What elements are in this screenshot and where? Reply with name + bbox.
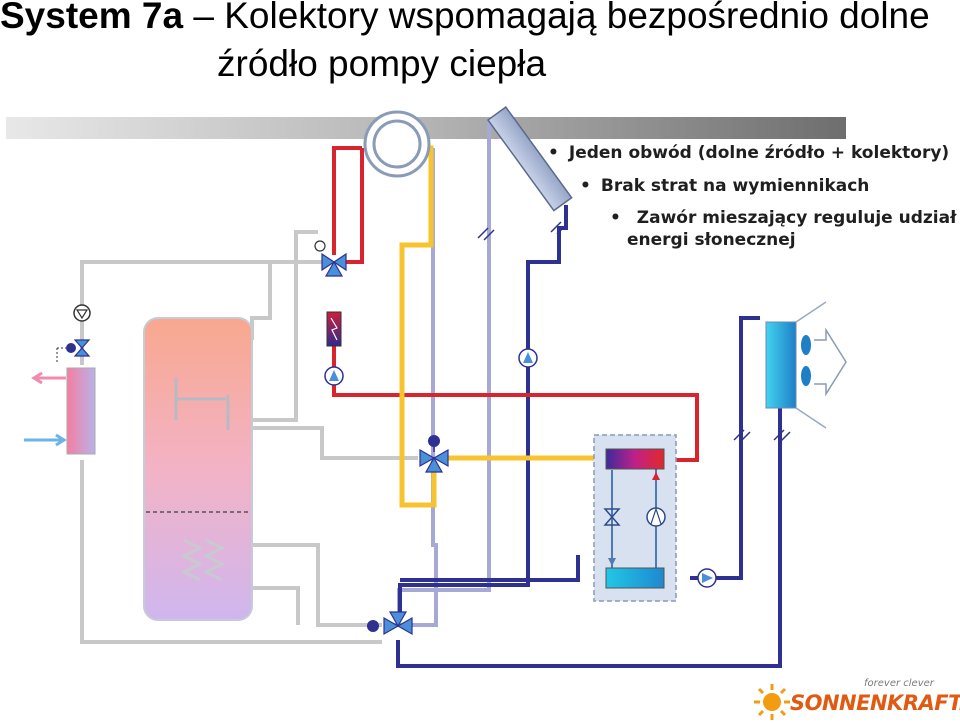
compressor-arrow-icon — [650, 507, 662, 525]
left-valve-icon — [56, 339, 91, 364]
cold-water-in-arrow-icon — [24, 433, 67, 447]
evaporator — [605, 567, 665, 589]
bullet-text-continued: energi słonecznej — [627, 230, 796, 250]
solar-collector — [486, 106, 573, 212]
mixing-valve-middle-icon — [419, 435, 449, 473]
air-unit — [765, 321, 797, 409]
pump-collector-icon — [518, 348, 538, 368]
air-intake-lines — [795, 301, 827, 429]
mixing-valve-top-icon — [314, 240, 347, 277]
bullet-item: Jeden obwód (dolne źródło + kolektory) — [548, 142, 949, 164]
hot-water-out-arrow-icon — [31, 371, 66, 385]
flow-switch-icon — [73, 304, 91, 322]
logo-tagline: forever clever — [864, 678, 934, 689]
bullet-item: Brak strat na wymiennikach — [580, 175, 870, 197]
tank-internal-pipes — [174, 378, 230, 430]
air-flow-arrow-icon — [814, 327, 847, 397]
page-title: System 7a – Kolektory wspomagają bezpośr… — [0, 0, 960, 84]
flow-arrow-up-icon — [652, 472, 660, 480]
bullet-text: Zawór mieszający reguluje udział — [636, 208, 957, 228]
dark-blue-pipes — [396, 205, 782, 668]
expansion-valve-icon — [603, 508, 621, 526]
sun-logo-icon — [754, 684, 790, 720]
tank-coil-icon — [180, 538, 226, 582]
brand-logo: forever clever SONNENKRAFT. — [752, 674, 960, 724]
flow-arrow-down-icon — [608, 558, 616, 566]
condenser — [605, 448, 665, 470]
heater-bolt-icon — [330, 317, 338, 341]
pump-brine-icon — [697, 568, 717, 588]
title-system: System 7a — [0, 0, 184, 36]
yellow-pipes — [399, 145, 606, 508]
bullet-item: Zawór mieszający reguluje udział energi … — [610, 207, 956, 251]
fan-icon — [801, 335, 811, 386]
mixing-valve-bottom-icon — [367, 611, 413, 636]
storage-tank — [143, 317, 253, 621]
logo-brand: SONNENKRAFT. — [790, 691, 960, 715]
pump-solar-icon — [324, 366, 344, 386]
dhw-heat-exchanger — [66, 367, 96, 455]
pipe-break-marks — [477, 221, 791, 443]
title-line2: źródło pompy ciepła — [217, 43, 547, 84]
title-rest: – Kolektory wspomagają bezpośrednio doln… — [183, 0, 930, 36]
ground-collector-icon — [363, 110, 431, 178]
